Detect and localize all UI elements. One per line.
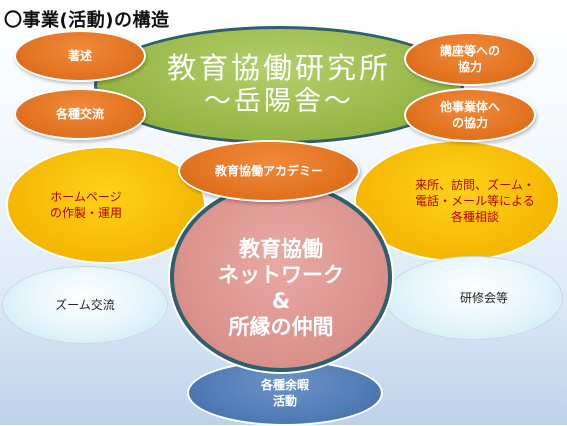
network-label-2: ネットワーク	[218, 262, 344, 287]
homepage-node: ホームページ の作製・運用	[6, 146, 206, 264]
lecture-cooperation-node: 講座等への 協力	[404, 32, 536, 86]
consultation-label-2: 電話・メール等による	[415, 193, 535, 208]
homepage-label-1: ホームページ	[50, 189, 122, 204]
academy-node: 教育協働アカデミー	[178, 140, 360, 202]
writing-label: 著述	[67, 48, 92, 63]
network-node: 教育協働 ネットワーク & 所縁の仲間	[170, 182, 392, 372]
consultation-node: 来所、訪問、ズーム・ 電話・メール等による 各種相談	[354, 140, 560, 262]
lecture-cooperation-label-2: 協力	[457, 60, 482, 74]
training-node: 研修会等	[385, 256, 563, 340]
training-label: 研修会等	[459, 290, 508, 305]
homepage-label-2: の作製・運用	[49, 206, 122, 220]
diagram-title: 〇事業(活動)の構造	[4, 10, 170, 31]
other-org-cooperation-label-1: 他事業体へ	[439, 99, 500, 114]
zoom-exchange-label: ズーム交流	[55, 297, 115, 312]
consultation-label-3: 各種相談	[450, 210, 499, 225]
network-label-1: 教育協働	[239, 236, 323, 261]
lecture-cooperation-label-1: 講座等への	[439, 43, 500, 58]
other-org-cooperation-label-2: の協力	[451, 116, 488, 130]
writing-node: 著述	[14, 30, 146, 82]
leisure-label-1: 各種余暇	[260, 377, 309, 392]
institute-subtitle: 〜岳陽舎〜	[203, 86, 354, 118]
various-exchange-label: 各種交流	[55, 106, 104, 121]
other-org-cooperation-node: 他事業体へ の協力	[404, 88, 536, 142]
network-label-3: &	[271, 289, 291, 313]
network-label-4: 所縁の仲間	[228, 315, 334, 340]
consultation-label-1: 来所、訪問、ズーム・	[415, 177, 535, 192]
leisure-label-2: 活動	[272, 394, 297, 408]
institute-node: 教育協働研究所 〜岳陽舎〜	[94, 26, 464, 144]
zoom-exchange-node: ズーム交流	[2, 266, 168, 344]
institute-name: 教育協働研究所	[166, 51, 391, 86]
academy-label: 教育協働アカデミー	[214, 163, 323, 178]
various-exchange-node: 各種交流	[14, 88, 146, 140]
